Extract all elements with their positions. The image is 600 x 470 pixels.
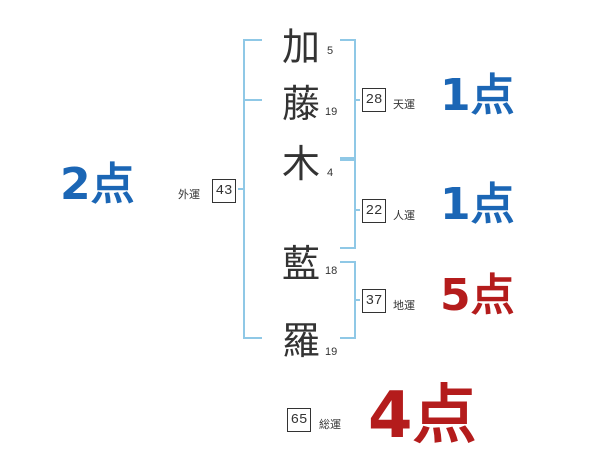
jinun-value-box: 22 xyxy=(362,199,386,223)
gaiun-bracket xyxy=(243,39,262,339)
tenun-label: 天運 xyxy=(393,98,415,111)
chiun-bracket xyxy=(340,261,356,339)
jinun-score: 1点 xyxy=(440,179,515,230)
chiun-value-box: 37 xyxy=(362,289,386,313)
chiun-score: 5点 xyxy=(440,270,515,321)
name-char-3: 木 xyxy=(282,142,321,186)
jinun-bracket xyxy=(340,159,356,249)
souun-label: 総運 xyxy=(319,418,341,431)
name-char-2: 藤 xyxy=(282,82,321,126)
stroke-count-2: 19 xyxy=(325,106,338,118)
tenun-bracket xyxy=(340,39,356,159)
gaiun-score: 2点 xyxy=(60,159,135,210)
gaiun-label: 外運 xyxy=(178,188,200,201)
stroke-count-1: 5 xyxy=(327,45,334,57)
name-char-4: 藍 xyxy=(282,242,321,286)
jinun-label: 人運 xyxy=(393,209,415,222)
chiun-label: 地運 xyxy=(393,299,415,312)
tenun-score: 1点 xyxy=(440,70,515,121)
stroke-count-5: 19 xyxy=(325,346,338,358)
gaiun-value-box: 43 xyxy=(212,179,236,203)
name-char-5: 羅 xyxy=(282,319,321,363)
souun-value-box: 65 xyxy=(287,408,311,432)
souun-score: 4点 xyxy=(368,379,477,453)
stroke-count-3: 4 xyxy=(327,167,334,179)
tenun-value-box: 28 xyxy=(362,88,386,112)
name-char-1: 加 xyxy=(282,25,321,69)
stroke-count-4: 18 xyxy=(325,265,338,277)
